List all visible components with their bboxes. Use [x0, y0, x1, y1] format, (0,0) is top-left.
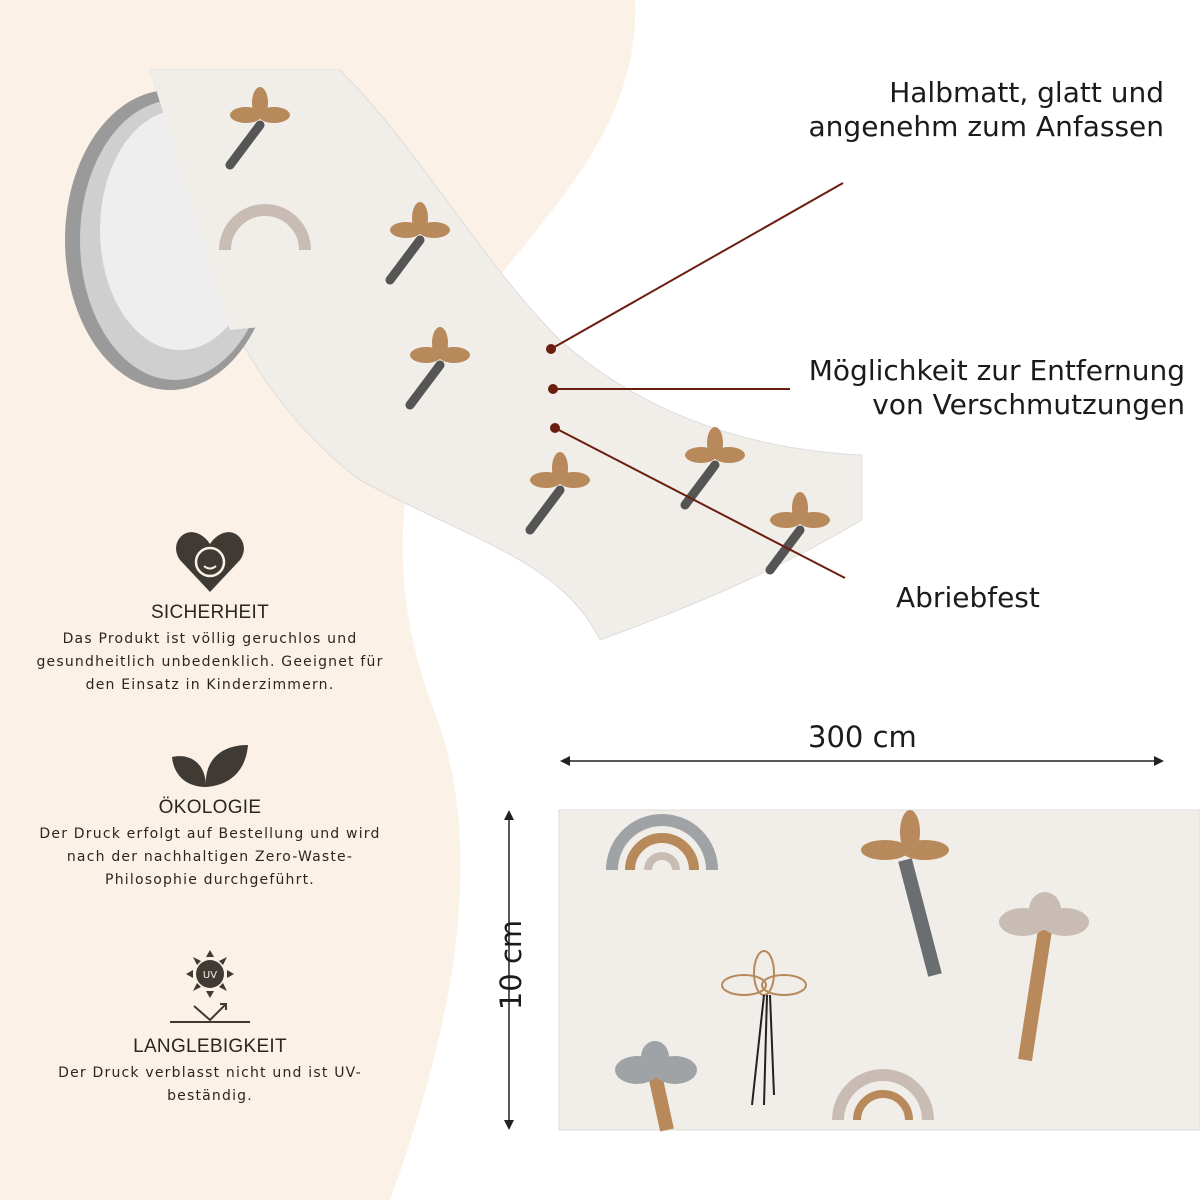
width-label: 300 cm — [808, 720, 917, 754]
callout-abrasion: Abriebfest — [896, 581, 1040, 615]
callout-line: Halbmatt, glatt und — [889, 76, 1164, 109]
callout-line: Möglichkeit zur Entfernung — [808, 354, 1185, 387]
feature-ecology: ÖKOLOGIE Der Druck erfolgt auf Bestellun… — [30, 745, 390, 892]
uv-sun-icon: UV — [170, 950, 250, 1023]
feature-description: Der Druck erfolgt auf Bestellung und wir… — [39, 826, 381, 888]
callout-dirt-removal: Möglichkeit zur Entfernung von Verschmut… — [809, 354, 1185, 422]
callout-line: Abriebfest — [896, 581, 1040, 614]
feature-title: ÖKOLOGIE — [158, 797, 262, 818]
feature-title: SICHERHEIT — [150, 602, 270, 623]
callout-line: von Verschmutzungen — [872, 388, 1185, 421]
feature-description: Das Produkt ist völlig geruchlos und ges… — [36, 631, 384, 693]
feature-durability: UV LANGLEBIGKEIT Der Druck verblasst nic… — [30, 950, 390, 1108]
feature-description: Der Druck verblasst nicht und ist UV-bes… — [58, 1065, 362, 1104]
baby-heart-icon — [176, 532, 244, 592]
feature-safety: SICHERHEIT Das Produkt ist völlig geruch… — [30, 530, 390, 697]
callout-line: angenehm zum Anfassen — [808, 110, 1164, 143]
callout-semi-matte: Halbmatt, glatt und angenehm zum Anfasse… — [809, 76, 1164, 144]
uv-label: UV — [203, 970, 217, 981]
feature-title: LANGLEBIGKEIT — [133, 1036, 287, 1057]
leaves-icon — [172, 745, 248, 787]
